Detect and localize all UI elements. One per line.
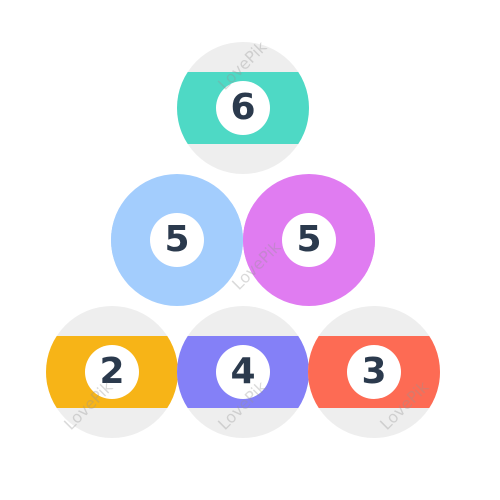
number-disc: 2 <box>85 345 139 399</box>
number-disc: 5 <box>150 213 204 267</box>
ball-number: 6 <box>230 87 256 128</box>
ball-2-striped: 2 <box>46 306 178 438</box>
number-disc: 5 <box>282 213 336 267</box>
ball-number: 5 <box>296 219 322 260</box>
ball-number: 5 <box>164 219 190 260</box>
ball-number: 2 <box>99 351 125 392</box>
ball-4-striped: 4 <box>177 306 309 438</box>
ball-6-striped: 6 <box>177 42 309 174</box>
number-disc: 6 <box>216 81 270 135</box>
ball-5-blue: 5 <box>111 174 243 306</box>
ball-3-striped: 3 <box>308 306 440 438</box>
ball-number: 3 <box>361 351 387 392</box>
number-disc: 4 <box>216 345 270 399</box>
ball-5-purple: 5 <box>243 174 375 306</box>
ball-number: 4 <box>230 351 256 392</box>
number-disc: 3 <box>347 345 401 399</box>
